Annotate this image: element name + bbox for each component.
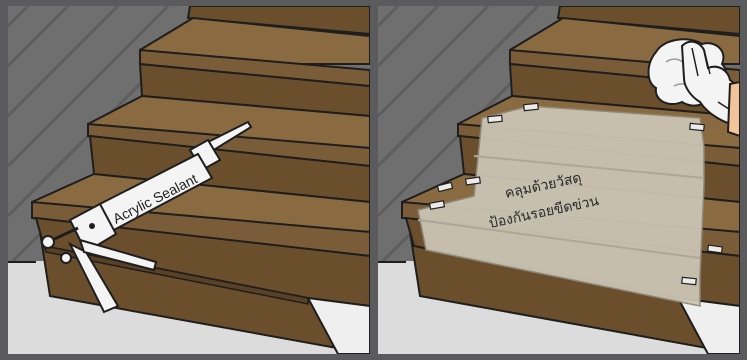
sealant-scene: Acrylic Sealant bbox=[8, 6, 370, 354]
panel-cover-and-clean: คลุมด้วยวัสดุ ป้องกันรอยขีดข่วน bbox=[378, 6, 740, 354]
panel-apply-sealant: Acrylic Sealant bbox=[8, 6, 370, 354]
cover-scene: คลุมด้วยวัสดุ ป้องกันรอยขีดข่วน bbox=[378, 6, 740, 354]
